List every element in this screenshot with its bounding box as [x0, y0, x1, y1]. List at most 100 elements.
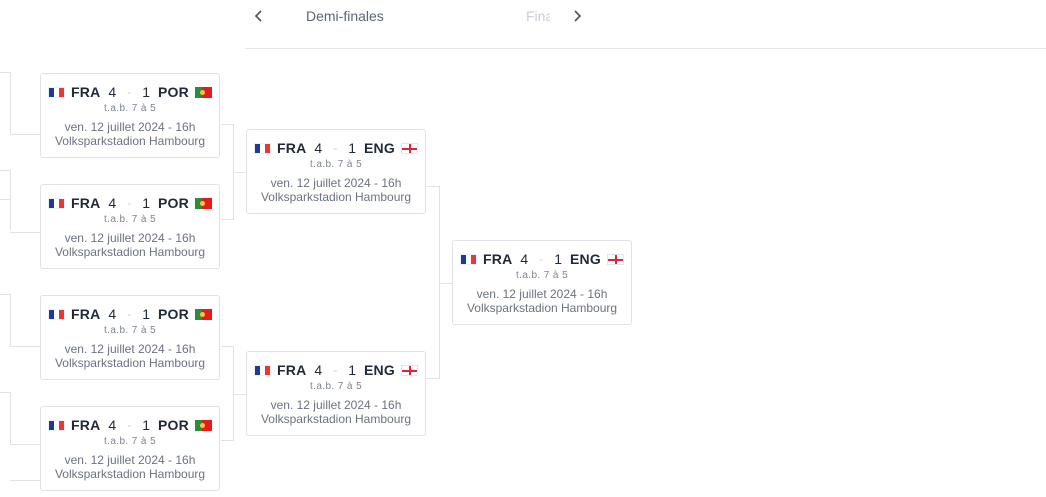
away-team-code: POR	[158, 306, 189, 322]
match-venue: Volksparkstadion Hambourg	[54, 134, 206, 148]
score-separator: -	[539, 252, 544, 266]
away-team-code: ENG	[364, 140, 395, 156]
home-team-code: FRA	[71, 306, 101, 322]
bracket-connector	[233, 346, 234, 441]
home-score: 4	[108, 84, 117, 100]
match-card[interactable]: FRA 4 - 1 POR t.a.b. 7 à 5 ven. 12 juill…	[40, 295, 220, 380]
bracket-connector	[221, 440, 234, 441]
bracket-connector	[0, 294, 10, 295]
home-score: 4	[314, 362, 323, 378]
round-tab-semifinals[interactable]: Demi-finales	[306, 8, 384, 24]
match-card[interactable]: FRA 4 - 1 ENG t.a.b. 7 à 5 ven. 12 juill…	[246, 351, 426, 436]
bracket-connector	[10, 72, 11, 134]
away-score: 1	[348, 140, 356, 156]
score-row: FRA 4 - 1 POR	[41, 305, 219, 323]
bracket-connector	[233, 394, 247, 395]
round-tab-final[interactable]: Finale	[526, 8, 550, 24]
round-navigation: Demi-finales Finale	[245, 0, 1046, 49]
penalty-result: t.a.b. 7 à 5	[309, 381, 363, 392]
portugal-flag-icon	[194, 419, 212, 431]
france-flag-icon	[254, 364, 272, 376]
home-team-code: FRA	[277, 140, 307, 156]
away-score: 1	[142, 195, 150, 211]
bracket-connector	[0, 199, 10, 200]
home-team-code: FRA	[483, 251, 513, 267]
bracket-connector	[439, 186, 440, 379]
penalty-result: t.a.b. 7 à 5	[309, 159, 363, 170]
portugal-flag-icon	[194, 86, 212, 98]
home-team-code: FRA	[71, 417, 101, 433]
score-row: FRA 4 - 1 ENG	[247, 139, 425, 157]
home-score: 4	[108, 195, 117, 211]
match-venue: Volksparkstadion Hambourg	[54, 245, 206, 259]
match-date: ven. 12 juillet 2024 - 16h	[64, 120, 196, 134]
away-score: 1	[142, 84, 150, 100]
bracket-connector	[10, 232, 40, 233]
match-date: ven. 12 juillet 2024 - 16h	[476, 287, 608, 301]
france-flag-icon	[48, 86, 66, 98]
penalty-result: t.a.b. 7 à 5	[515, 270, 569, 281]
france-flag-icon	[48, 197, 66, 209]
portugal-flag-icon	[194, 308, 212, 320]
penalty-result: t.a.b. 7 à 5	[103, 103, 157, 114]
score-row: FRA 4 - 1 POR	[41, 416, 219, 434]
chevron-left-icon[interactable]	[249, 6, 269, 26]
away-score: 1	[348, 362, 356, 378]
score-separator: -	[127, 196, 132, 210]
england-flag-icon	[606, 253, 624, 265]
bracket-connector	[10, 480, 40, 481]
match-card[interactable]: FRA 4 - 1 ENG t.a.b. 7 à 5 ven. 12 juill…	[246, 129, 426, 214]
match-venue: Volksparkstadion Hambourg	[466, 301, 618, 315]
france-flag-icon	[254, 142, 272, 154]
away-score: 1	[142, 306, 150, 322]
portugal-flag-icon	[194, 197, 212, 209]
away-team-code: ENG	[570, 251, 601, 267]
match-date: ven. 12 juillet 2024 - 16h	[270, 398, 402, 412]
away-team-code: POR	[158, 417, 189, 433]
penalty-result: t.a.b. 7 à 5	[103, 325, 157, 336]
match-card[interactable]: FRA 4 - 1 POR t.a.b. 7 à 5 ven. 12 juill…	[40, 73, 220, 158]
penalty-result: t.a.b. 7 à 5	[103, 436, 157, 447]
away-team-code: ENG	[364, 362, 395, 378]
home-score: 4	[108, 306, 117, 322]
home-score: 4	[520, 251, 529, 267]
home-team-code: FRA	[71, 84, 101, 100]
home-team-code: FRA	[71, 195, 101, 211]
score-row: FRA 4 - 1 ENG	[453, 250, 631, 268]
score-separator: -	[333, 363, 338, 377]
score-row: FRA 4 - 1 POR	[41, 194, 219, 212]
bracket-connector	[0, 72, 10, 73]
france-flag-icon	[460, 253, 478, 265]
chevron-right-icon[interactable]	[567, 6, 587, 26]
bracket-connector	[10, 294, 11, 346]
away-team-code: POR	[158, 84, 189, 100]
match-date: ven. 12 juillet 2024 - 16h	[270, 176, 402, 190]
match-card[interactable]: FRA 4 - 1 POR t.a.b. 7 à 5 ven. 12 juill…	[40, 184, 220, 269]
bracket-connector	[10, 444, 40, 445]
bracket-connector	[10, 346, 40, 347]
match-venue: Volksparkstadion Hambourg	[260, 412, 412, 426]
england-flag-icon	[400, 364, 418, 376]
score-separator: -	[127, 307, 132, 321]
bracket-connector	[439, 283, 453, 284]
bracket-connector	[0, 170, 10, 171]
away-team-code: POR	[158, 195, 189, 211]
score-separator: -	[127, 418, 132, 432]
bracket-connector	[10, 170, 11, 230]
away-score: 1	[554, 251, 562, 267]
france-flag-icon	[48, 308, 66, 320]
match-card[interactable]: FRA 4 - 1 POR t.a.b. 7 à 5 ven. 12 juill…	[40, 406, 220, 491]
bracket-connector	[10, 392, 11, 444]
bracket-connector	[221, 346, 234, 347]
match-venue: Volksparkstadion Hambourg	[54, 356, 206, 370]
home-score: 4	[314, 140, 323, 156]
bracket-connector	[233, 172, 247, 173]
match-date: ven. 12 juillet 2024 - 16h	[64, 342, 196, 356]
france-flag-icon	[48, 419, 66, 431]
score-row: FRA 4 - 1 POR	[41, 83, 219, 101]
bracket-connector	[427, 186, 440, 187]
score-row: FRA 4 - 1 ENG	[247, 361, 425, 379]
bracket-connector	[0, 392, 10, 393]
bracket-connector	[221, 219, 234, 220]
match-card[interactable]: FRA 4 - 1 ENG t.a.b. 7 à 5 ven. 12 juill…	[452, 240, 632, 325]
